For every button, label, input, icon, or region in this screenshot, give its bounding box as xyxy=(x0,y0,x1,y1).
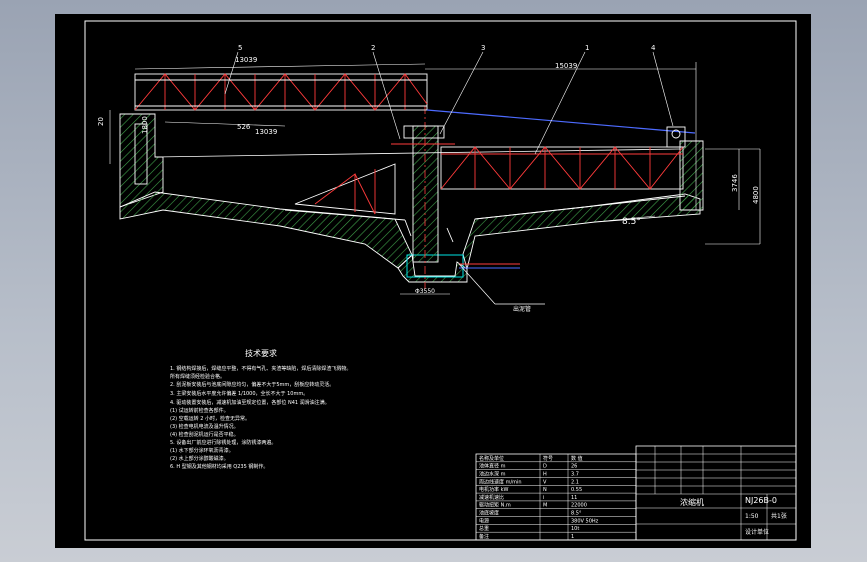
note-line: (1) 水下部分涂环氧沥青漆。 xyxy=(170,447,234,454)
spec-cell: 电源 xyxy=(479,517,489,524)
note-line: 5. 设备出厂前应进行除锈处理，涂防锈漆两遍。 xyxy=(170,439,276,446)
note-line: 3. 主梁安装后水平度允许偏差 1/1000，全长不大于 10mm。 xyxy=(170,390,308,397)
spec-cell: D xyxy=(543,464,547,470)
title-block: 浓缩机 NJ26B-0 1:50 共1张 设计单位 xyxy=(635,445,797,541)
note-line: (2) 水上部分涂醇酸磁漆。 xyxy=(170,455,229,462)
dim-bottom: Φ3550 xyxy=(415,288,435,295)
dim-left-vert: 1800 xyxy=(141,116,149,134)
spec-cell: 10t xyxy=(571,526,579,532)
spec-cell: 池体直径 m xyxy=(479,463,506,470)
notes-lines: 1. 钢结构焊接后，焊缝应平整，不得有气孔、夹渣等缺陷，焊后清除焊渣飞溅物。 所… xyxy=(170,365,351,470)
spec-cell: 驱动扭矩 N.m xyxy=(479,502,511,509)
dim-mid-left-a: 526 xyxy=(237,123,251,131)
spec-header-cell: 名称及单位 xyxy=(479,455,504,462)
scraper-arm xyxy=(284,125,686,243)
note-line: 所有焊缝须经检验合格。 xyxy=(170,373,225,380)
spec-cell: 26 xyxy=(571,464,577,470)
spec-cell: 11 xyxy=(571,495,577,501)
spec-cell: 周边线速度 m/min xyxy=(479,478,522,485)
note-line: 4. 驱动装置安装后，减速机加油至规定位置，各部位 N41 润滑油注满。 xyxy=(170,399,330,406)
spec-cell: 0.55 xyxy=(571,487,582,493)
bridge-truss xyxy=(134,73,428,111)
callout-3: 3 xyxy=(481,44,485,52)
dim-left-side: 20 xyxy=(97,117,105,126)
drawing-name: 浓缩机 xyxy=(680,497,704,507)
dim-right-b: 4800 xyxy=(752,186,760,204)
drawing-svg: 出泥管 13039 15039 526 13039 20 1800 3746 4… xyxy=(84,20,797,541)
notes-title: 技术要求 xyxy=(245,348,277,358)
note-line: (3) 检查电机电流及温升情况。 xyxy=(170,423,239,430)
spec-cell: 备注 xyxy=(479,533,489,540)
drawing-code: NJ26B-0 xyxy=(745,496,777,505)
note-line: 6. H 型钢及其他钢材均采用 Q235 钢制作。 xyxy=(170,463,268,470)
dim-slope: 8.5° xyxy=(622,217,641,227)
spec-cell: N xyxy=(543,487,547,493)
spec-cell: 减速机速比 xyxy=(479,494,504,501)
note-line: (1) 试运转前检查各部件。 xyxy=(170,407,229,414)
spec-cell: V xyxy=(543,479,547,485)
spec-cell: 8.5° xyxy=(571,511,582,517)
spec-cell: 1 xyxy=(571,534,574,540)
walkway xyxy=(426,109,696,134)
dimension-texts: 13039 15039 526 13039 20 1800 3746 4800 … xyxy=(97,56,760,295)
outlet-pipe xyxy=(458,263,545,305)
spec-cell: 电机功率 kW xyxy=(479,486,508,493)
callout-1: 5 xyxy=(238,44,242,52)
spec-cell: 380V 50Hz xyxy=(571,518,599,524)
drawing-border xyxy=(84,20,797,541)
spec-cell: 22000 xyxy=(571,503,587,509)
tank-structure xyxy=(119,106,704,289)
spec-cell: 2.1 xyxy=(571,479,579,485)
pipe-label: 出泥管 xyxy=(513,305,531,313)
spec-cell: 3.7 xyxy=(571,471,579,477)
spec-cell: H xyxy=(543,471,547,477)
callout-leaders xyxy=(224,51,674,155)
dimension-lines xyxy=(109,62,761,295)
note-line: (4) 检查刮泥机运行是否平稳。 xyxy=(170,431,239,438)
dim-right-a: 3746 xyxy=(731,174,739,192)
drawing-sheet: 出泥管 13039 15039 526 13039 20 1800 3746 4… xyxy=(55,14,811,548)
callout-4: 1 xyxy=(585,44,589,52)
dim-top-left: 13039 xyxy=(235,56,257,64)
spec-header-cell: 符号 xyxy=(543,455,553,462)
spec-cell: i xyxy=(543,495,544,501)
callout-numbers: 5 2 3 1 4 xyxy=(238,44,656,52)
spec-cell: 总重 xyxy=(479,525,489,532)
callout-5: 4 xyxy=(651,44,656,52)
note-line: (2) 空载运转 2 小时，检查无异常。 xyxy=(170,415,250,422)
dim-mid-left-b: 13039 xyxy=(255,128,277,136)
callout-2: 2 xyxy=(371,44,375,52)
drawing-sheet-count: 共1张 xyxy=(771,512,787,520)
note-line: 1. 钢结构焊接后，焊缝应平整，不得有气孔、夹渣等缺陷，焊后清除焊渣飞溅物。 xyxy=(170,365,351,372)
spec-cell: M xyxy=(543,503,547,509)
spec-cell: 池底坡度 xyxy=(479,510,499,517)
spec-header-cell: 数 值 xyxy=(571,455,583,462)
dim-top-right: 15039 xyxy=(555,62,577,70)
water-level-line xyxy=(154,148,681,158)
drawing-scale: 1:50 xyxy=(745,513,759,520)
spec-cell: 池边水深 m xyxy=(479,470,506,477)
design-unit: 设计单位 xyxy=(745,528,769,536)
note-line: 2. 刮泥板安装后与池底间隙应均匀，偏差不大于5mm，刮板应转动灵活。 xyxy=(170,381,334,388)
